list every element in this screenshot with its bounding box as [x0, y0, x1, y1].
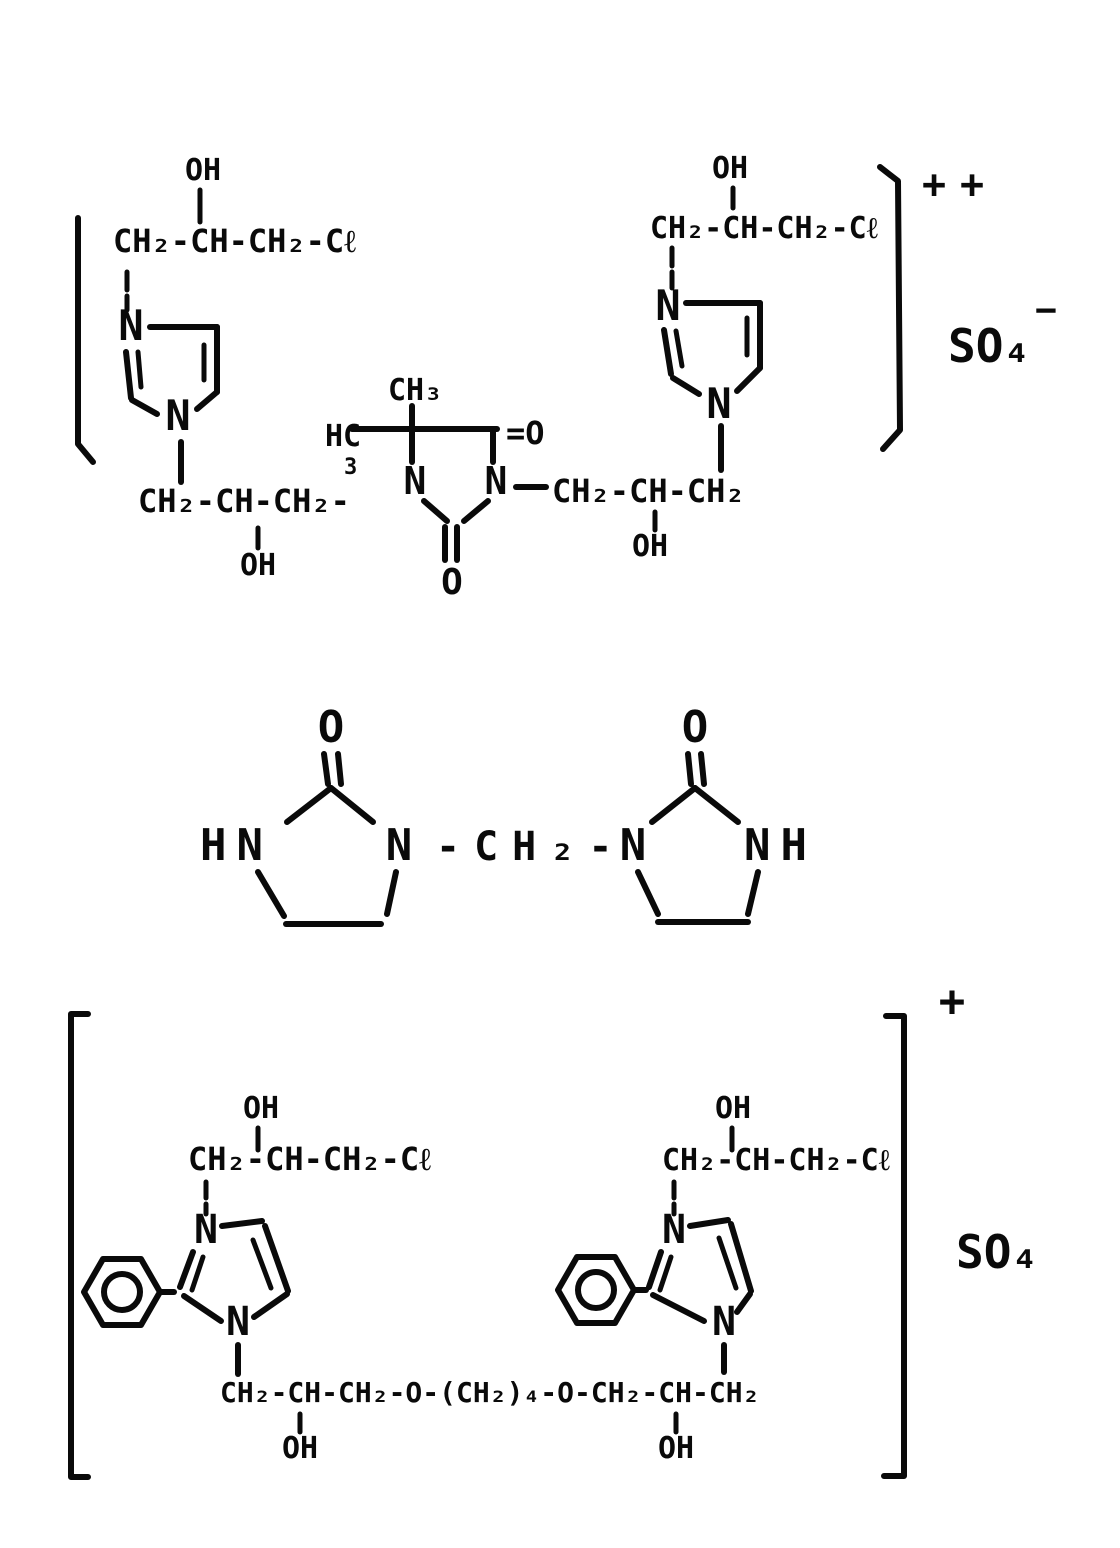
- s1-right-chain-oh: OH: [632, 529, 668, 564]
- s1-right-arm-chain: CH₂-CH-CH₂-Cℓ: [650, 211, 878, 246]
- structure3-monocation: + SO₄ OH CH₂-CH-CH₂-Cℓ N N OH CH₂: [68, 976, 1039, 1480]
- s3-left-ring-n-top: N: [194, 1207, 218, 1253]
- s1-left-arm-chain: CH₂-CH-CH₂-Cℓ: [113, 222, 356, 260]
- s1-methyl-top: CH₃: [388, 373, 442, 408]
- counterion-sulfate: SO₄: [948, 319, 1031, 373]
- s3-right-phenyl-ring: [555, 1254, 637, 1326]
- s1-left-ring-n-top: N: [118, 301, 143, 350]
- s3-right-oh: OH: [715, 1091, 751, 1126]
- s1-right-arm-oh: OH: [712, 151, 748, 186]
- s1-hydantoin-n-right: N: [485, 459, 508, 503]
- s1-bottom-chain: CH₂-CH-CH₂-: [138, 482, 350, 520]
- s2-bridge-ch2: -CH₂-: [436, 824, 626, 870]
- s1-right-ring-n-bottom: N: [706, 379, 731, 428]
- bracket-left: [75, 215, 96, 465]
- s3-bracket-left: [68, 1011, 91, 1480]
- s1-left-arm-oh: OH: [185, 153, 221, 188]
- structure1-dication: + + SO₄ − OH CH₂-CH-CH₂-Cℓ N N CH₂-CH-CH…: [75, 151, 1057, 603]
- s1-keto-right: =O: [506, 414, 545, 452]
- s3-charge-plus: +: [939, 976, 966, 1027]
- s2-right-keto-o: O: [682, 702, 709, 753]
- s1-right-imidazole-ring: N N: [655, 281, 763, 473]
- s1-left-ring-n-bottom: N: [165, 391, 190, 440]
- s1-left-imidazole-ring: N N: [118, 301, 220, 485]
- s3-left-imidazole-ring: N N: [157, 1207, 291, 1377]
- s1-hydantoin-ring: CH₃ HC 3 =O N N O: [325, 373, 545, 603]
- structure2-bis-imidazolidinone: O HN N -CH₂- O N NH: [200, 702, 817, 927]
- s3-bottom-oh-left: OH: [282, 1431, 318, 1466]
- s1-keto-bottom-o: O: [441, 562, 463, 603]
- s2-right-ring-n: N: [620, 820, 647, 871]
- s1-right-ring-n-top: N: [655, 281, 680, 330]
- s2-right-ring: O N NH: [620, 702, 817, 925]
- s2-left-ring: O HN N: [200, 702, 413, 927]
- s3-counterion-sulfate: SO₄: [956, 1225, 1039, 1279]
- counterion-minus: −: [1035, 290, 1057, 331]
- bracket-right: [877, 164, 903, 452]
- s1-bottom-chain-oh: OH: [240, 548, 276, 583]
- s1-right-chain: CH₂-CH-CH₂: [552, 472, 745, 510]
- s3-left-chain: CH₂-CH-CH₂-Cℓ: [188, 1140, 431, 1178]
- s3-right-imidazole-ring: N N: [631, 1207, 754, 1375]
- s3-right-ring-n-top: N: [662, 1207, 686, 1253]
- s3-bracket-right: [881, 1013, 907, 1479]
- s2-right-ring-nh: NH: [744, 820, 817, 871]
- s1-methyl-left-sub: 3: [344, 455, 357, 480]
- charge-plus-1: +: [922, 162, 946, 208]
- s3-left-oh: OH: [243, 1091, 279, 1126]
- s3-right-chain: CH₂-CH-CH₂-Cℓ: [662, 1143, 890, 1178]
- s1-hydantoin-n-left: N: [404, 459, 427, 503]
- s3-bottom-chain: CH₂-CH-CH₂-O-(CH₂)₄-O-CH₂-CH-CH₂: [220, 1376, 759, 1409]
- s2-left-keto-o: O: [318, 702, 345, 753]
- s3-bottom-oh-right: OH: [658, 1431, 694, 1466]
- charge-plus-2: +: [960, 162, 984, 208]
- s3-right-ring-n-bottom: N: [712, 1299, 736, 1345]
- s1-methyl-left: HC: [325, 419, 361, 454]
- s3-left-phenyl-ring: [81, 1256, 163, 1328]
- s2-left-ring-n: N: [386, 820, 413, 871]
- s2-left-ring-hn: HN: [200, 820, 273, 871]
- s3-left-ring-n-bottom: N: [226, 1299, 250, 1345]
